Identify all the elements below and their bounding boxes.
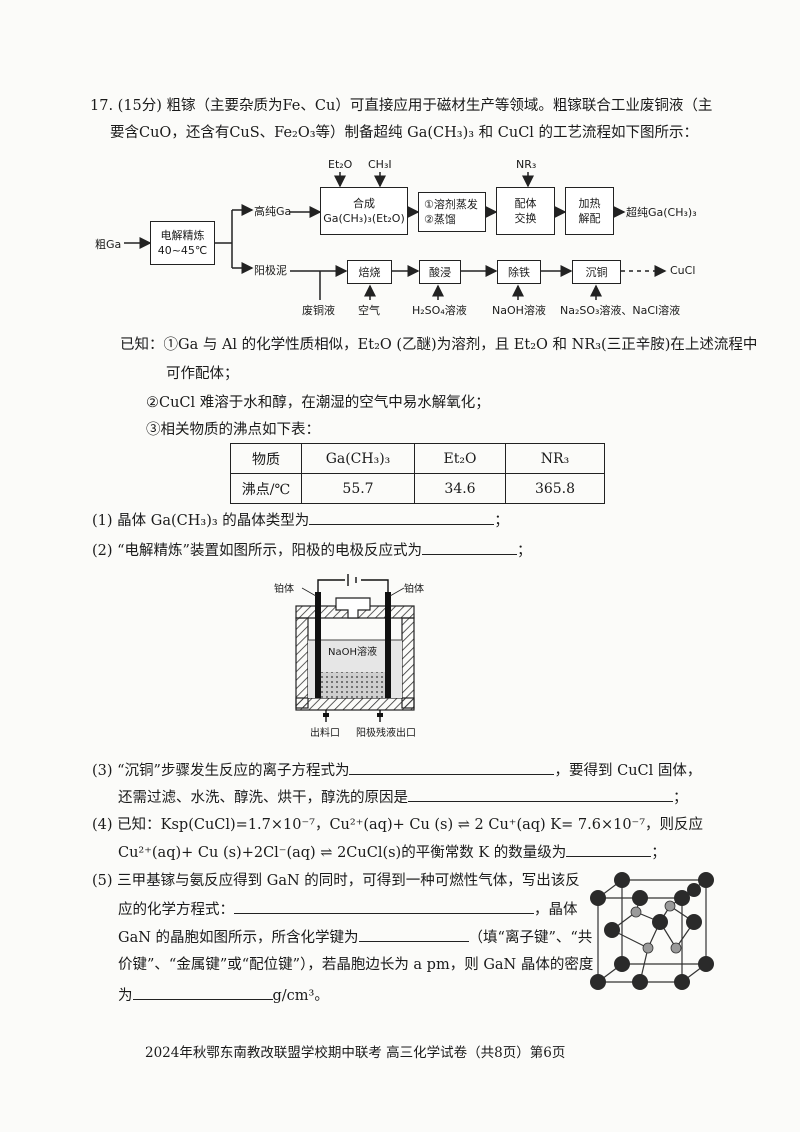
copper-precip-box: 沉铜 bbox=[572, 260, 621, 284]
ligand-exchange-line1: 配体 bbox=[514, 197, 537, 210]
q5-text-c: GaN 的晶胞如图所示，所含化学键为 bbox=[118, 930, 359, 946]
input-air: 空气 bbox=[358, 304, 380, 317]
q5-text-e: 为 bbox=[118, 988, 133, 1004]
q1-line: (1) 晶体 Ga(CH₃)₃ 的晶体类型为 ； bbox=[92, 510, 509, 531]
table-row: 沸点/℃ 55.7 34.6 365.8 bbox=[230, 473, 605, 504]
acid-leach-label: 酸浸 bbox=[429, 265, 451, 279]
q5-text-d: （填“离子键”、“共 bbox=[468, 930, 593, 946]
q5-text-a: 应的化学方程式： bbox=[118, 902, 234, 918]
acid-leach-box: 酸浸 bbox=[419, 260, 461, 284]
evaporation-box: ①溶剂蒸发 ②蒸馏 bbox=[418, 192, 486, 232]
q5-line1: (5) 三甲基镓与氨反应得到 GaN 的同时，可得到一种可燃性气体，写出该反 bbox=[92, 873, 580, 889]
anode-mud-label: 阳极泥 bbox=[254, 264, 287, 277]
q1-end: ； bbox=[494, 513, 509, 529]
q1-answer-blank[interactable] bbox=[309, 510, 495, 525]
right-electrode-label: 铂体 bbox=[404, 584, 424, 595]
table-header-row: 物质 Ga(CH₃)₃ Et₂O NR₃ bbox=[230, 443, 605, 474]
q3-text-b: ，要得到 CuCl 固体， bbox=[554, 763, 702, 779]
q2-answer-blank[interactable] bbox=[421, 540, 517, 555]
table-cell: 365.8 bbox=[505, 473, 605, 504]
q5-line5: 为 g/cm³。 bbox=[118, 985, 329, 1006]
q4-answer-blank[interactable] bbox=[566, 842, 652, 857]
q3-text-a: (3) “沉铜”步骤发生反应的离子方程式为 bbox=[92, 763, 350, 779]
iron-removal-box: 除铁 bbox=[497, 260, 541, 284]
page-footer: 2024年秋鄂东南教改联盟学校期中联考 高三化学试卷（共8页）第6页 bbox=[145, 1045, 566, 1061]
q4-end: ； bbox=[651, 845, 666, 861]
synthesis-box: 合成 Ga(CH₃)₃(Et₂O) bbox=[320, 187, 408, 235]
q5-line4: 价键”、“金属键”或“配位键”），若晶胞边长为 a pm，则 GaN 晶体的密度 bbox=[118, 957, 594, 973]
q3-line2: 还需过滤、水洗、醇洗、烘干，醇洗的原因是 ； bbox=[118, 787, 688, 808]
q5-line3: GaN 的晶胞如图所示，所含化学键为 （填“离子键”、“共 bbox=[118, 927, 592, 948]
evaporation-step1: ①溶剂蒸发 bbox=[424, 198, 478, 211]
crude-ga-label: 粗Ga bbox=[95, 238, 122, 251]
left-electrode-label: 铂体 bbox=[274, 584, 294, 595]
electro-refine-temp: 40~45℃ bbox=[157, 244, 208, 257]
known-1b: 可作配体； bbox=[166, 366, 239, 382]
synthesis-title: 合成 bbox=[353, 197, 375, 210]
input-waste-copper: 废铜液 bbox=[302, 304, 335, 317]
question-intro-line2: 要含CuO，还含有CuS、Fe₂O₃等）制备超纯 Ga(CH₃)₃ 和 CuCl… bbox=[110, 125, 699, 141]
evaporation-step2: ②蒸馏 bbox=[424, 213, 456, 226]
reagent-nr3: NR₃ bbox=[516, 158, 537, 171]
copper-precip-label: 沉铜 bbox=[585, 265, 608, 279]
q3-equation-blank[interactable] bbox=[349, 760, 555, 775]
input-h2so4: H₂SO₄溶液 bbox=[412, 304, 467, 317]
question-intro-line1: 17. (15分) 粗镓（主要杂质为Fe、Cu）可直接应用于磁材生产等领域。粗镓… bbox=[90, 98, 713, 114]
electro-refine-title: 电解精炼 bbox=[160, 229, 205, 242]
q2-end: ； bbox=[516, 543, 532, 559]
q2-text: (2) “电解精炼”装置如图所示，阳极的电极反应式为 bbox=[92, 543, 422, 559]
q4-line2: Cu²⁺(aq)+ Cu (s)+2Cl⁻(aq) ⇌ 2CuCl(s)的平衡常… bbox=[118, 842, 666, 863]
heat-dissociation-box: 加热 解配 bbox=[565, 187, 614, 235]
product-cucl: CuCl bbox=[670, 264, 696, 277]
q5-equation-blank[interactable] bbox=[234, 899, 534, 914]
q1-text: (1) 晶体 Ga(CH₃)₃ 的晶体类型为 bbox=[92, 513, 310, 529]
outlet-right-label: 阳极残液出口 bbox=[356, 728, 416, 739]
naoh-solution-label: NaOH溶液 bbox=[328, 647, 377, 658]
high-purity-ga-label: 高纯Ga bbox=[254, 205, 292, 218]
q3-reason-blank[interactable] bbox=[408, 787, 673, 802]
q2-line: (2) “电解精炼”装置如图所示，阳极的电极反应式为 ； bbox=[92, 540, 531, 561]
input-na2so3-nacl: Na₂SO₃溶液、NaCl溶液 bbox=[560, 304, 681, 317]
heat-dissociation-line1: 加热 bbox=[578, 197, 601, 210]
known-2: ②CuCl 难溶于水和醇，在潮湿的空气中易水解氧化； bbox=[146, 395, 490, 411]
product-ultrapure-ga: 超纯Ga(CH₃)₃ bbox=[626, 206, 697, 219]
reagent-ch3i: CH₃I bbox=[368, 158, 392, 171]
q5-line2: 应的化学方程式： ，晶体 bbox=[118, 899, 578, 920]
q4-text: Cu²⁺(aq)+ Cu (s)+2Cl⁻(aq) ⇌ 2CuCl(s)的平衡常… bbox=[118, 845, 567, 861]
ligand-exchange-box: 配体 交换 bbox=[496, 187, 555, 235]
q4-line1: (4) 已知：Ksp(CuCl)=1.7×10⁻⁷，Cu²⁺(aq)+ Cu (… bbox=[92, 817, 704, 833]
table-cell: 沸点/℃ bbox=[230, 473, 302, 504]
q3-text-c: 还需过滤、水洗、醇洗、烘干，醇洗的原因是 bbox=[118, 790, 408, 806]
reagent-et2o: Et₂O bbox=[328, 158, 353, 171]
input-naoh: NaOH溶液 bbox=[492, 304, 546, 317]
roasting-box: 焙烧 bbox=[347, 260, 392, 284]
table-cell: Et₂O bbox=[414, 443, 506, 474]
q3-end: ； bbox=[673, 790, 688, 806]
q5-density-blank[interactable] bbox=[132, 985, 273, 1000]
table-cell: 55.7 bbox=[301, 473, 415, 504]
ligand-exchange-line2: 交换 bbox=[514, 212, 537, 225]
electro-refine-box: 电解精炼 40~45℃ bbox=[150, 221, 215, 265]
iron-removal-label: 除铁 bbox=[508, 265, 530, 279]
q3-line1: (3) “沉铜”步骤发生反应的离子方程式为 ，要得到 CuCl 固体， bbox=[92, 760, 701, 781]
q5-text-f: g/cm³。 bbox=[272, 988, 329, 1004]
known-1a: 已知：①Ga 与 Al 的化学性质相似，Et₂O (乙醚)为溶剂，且 Et₂O … bbox=[120, 337, 758, 353]
outlet-left-label: 出料口 bbox=[310, 728, 340, 739]
roasting-label: 焙烧 bbox=[358, 265, 381, 279]
q5-bond-blank[interactable] bbox=[358, 927, 469, 942]
q5-text-b: ，晶体 bbox=[534, 902, 578, 918]
table-cell: Ga(CH₃)₃ bbox=[301, 443, 415, 474]
boiling-point-table: 物质 Ga(CH₃)₃ Et₂O NR₃ 沸点/℃ 55.7 34.6 365.… bbox=[230, 443, 605, 504]
table-cell: 物质 bbox=[230, 443, 302, 474]
known-3: ③相关物质的沸点如下表： bbox=[146, 422, 320, 438]
synthesis-formula: Ga(CH₃)₃(Et₂O) bbox=[323, 212, 405, 225]
heat-dissociation-line2: 解配 bbox=[578, 212, 601, 225]
